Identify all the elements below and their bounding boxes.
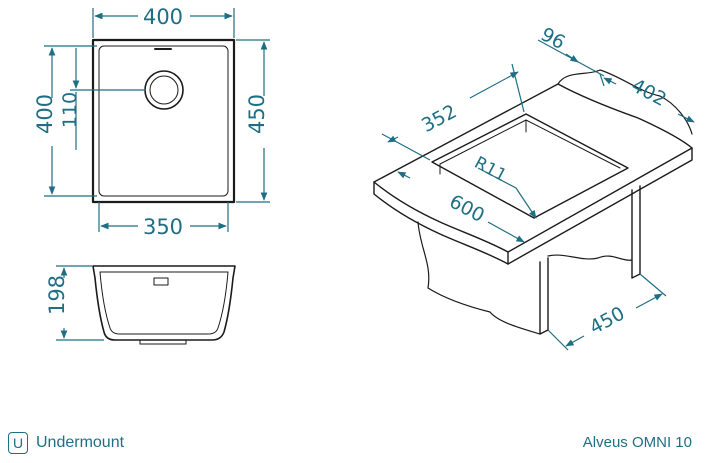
dim-width-350: 350 (143, 215, 183, 239)
mount-label: Undermount (36, 434, 125, 451)
break-line-top (557, 69, 693, 135)
break-line-middle (547, 254, 633, 261)
dim-cabinet-450: 450 (586, 302, 628, 338)
sink-profile (92, 265, 236, 341)
iso-view: 352 402 96 R11 600 450 (373, 23, 695, 351)
dim-edge-96: 96 (537, 23, 569, 54)
model-name: Alveus OMNI 10 (582, 434, 692, 451)
dim-cutout-402: 402 (628, 74, 670, 110)
dim-cutout-352: 352 (418, 100, 460, 136)
dim-width-400: 400 (143, 5, 183, 29)
countertop-top (373, 83, 693, 253)
countertop-front-edge (507, 147, 693, 265)
dim-cabinet-600: 600 (446, 190, 488, 226)
sink-cutout (431, 113, 629, 219)
drain-outer-icon (144, 70, 184, 110)
cabinet-panel-back (631, 185, 641, 279)
dim-drain-110: 110 (59, 92, 81, 128)
sink-outer-rim (91, 38, 236, 204)
overflow-port (153, 277, 169, 286)
top-view: 400 350 450 400 110 (33, 5, 270, 239)
countertop-left-edge (373, 181, 509, 265)
break-line-left (417, 221, 541, 335)
drain-inner-icon (149, 75, 179, 105)
dim-depth-198: 198 (45, 275, 69, 315)
dim-height-400: 400 (33, 94, 57, 134)
sink-inner-profile (99, 271, 229, 335)
mount-type: U Undermount (8, 432, 124, 454)
sink-inner-bowl (98, 45, 229, 197)
mount-badge: U (8, 432, 28, 454)
dim-height-450: 450 (245, 94, 269, 134)
side-view: 198 (45, 265, 236, 345)
cabinet-panel-front (539, 257, 549, 335)
